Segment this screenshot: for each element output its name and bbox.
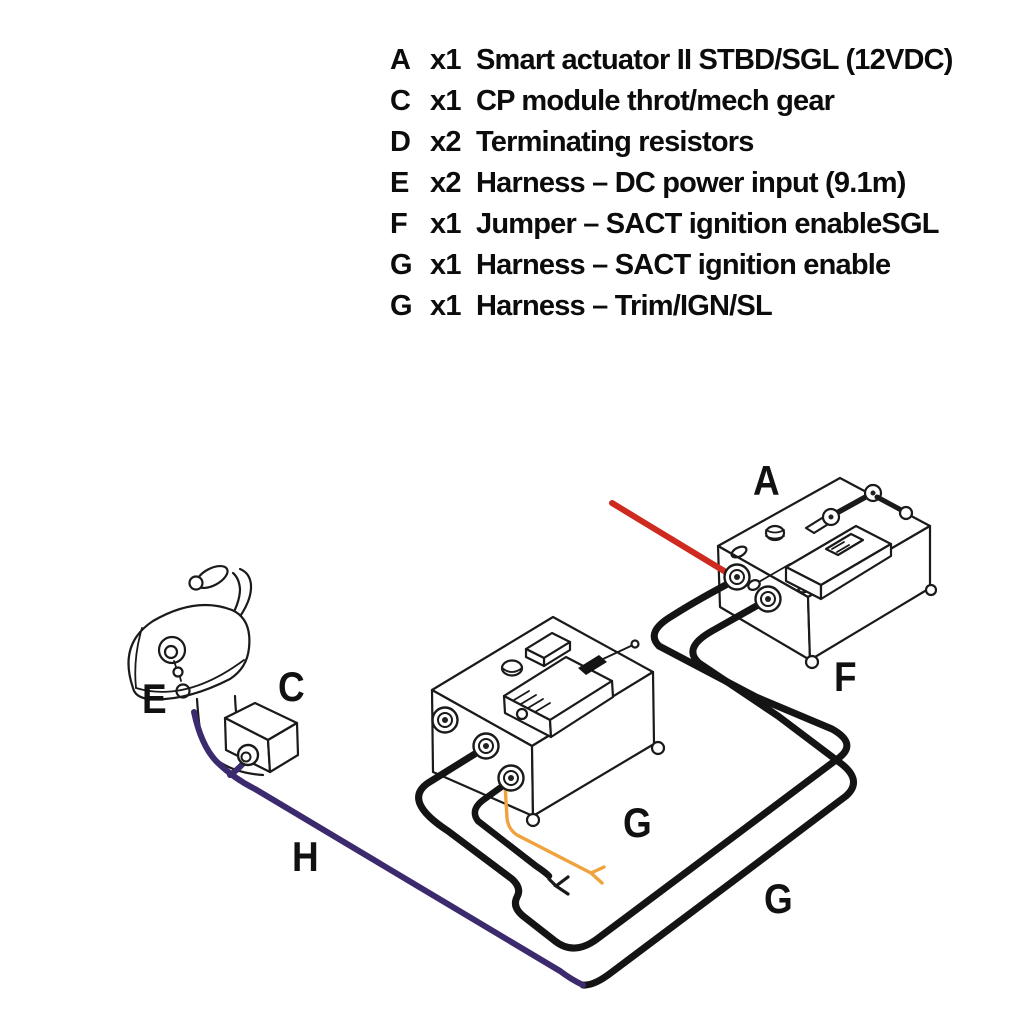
label-control-harness: E bbox=[142, 675, 167, 722]
legend-row: G x1 Harness – Trim/IGN/SL bbox=[390, 290, 953, 331]
clevis-pin bbox=[870, 490, 876, 496]
lanyard-bead bbox=[172, 666, 184, 678]
harness-black-engine-stub bbox=[471, 776, 553, 880]
lanyard-cord bbox=[179, 676, 182, 682]
harness-black-a1-module bbox=[415, 575, 851, 952]
legend-letter: G bbox=[390, 249, 413, 281]
legend-qty: x1 bbox=[430, 208, 461, 240]
actuator-foot bbox=[924, 583, 938, 597]
lanyard-key bbox=[175, 683, 191, 699]
trim-harness-purple bbox=[191, 709, 586, 988]
legend-letter: D bbox=[390, 126, 411, 158]
ignition-wire-fork bbox=[589, 865, 606, 885]
legend-qty: x2 bbox=[430, 167, 461, 199]
module-connector-unit-side bbox=[548, 679, 615, 739]
connector-unit-slots bbox=[513, 690, 551, 713]
legend-qty: x2 bbox=[430, 126, 461, 158]
lanyard-cord bbox=[173, 660, 177, 668]
linkage-bar bbox=[830, 491, 874, 518]
cp-box-side bbox=[266, 721, 300, 774]
actuator-cylinder-side bbox=[819, 542, 893, 601]
ignition-orange-wire bbox=[503, 782, 593, 875]
harness-black-a2-junction bbox=[579, 596, 857, 989]
module-foot bbox=[525, 812, 541, 828]
actuator-rod bbox=[756, 563, 791, 584]
legend-desc: CP module throt/mech gear bbox=[476, 85, 835, 117]
legend-desc: Harness – DC power input (9.1m) bbox=[476, 167, 906, 199]
legend-letter: E bbox=[390, 167, 409, 199]
legend-row: C x1 CP module throt/mech gear bbox=[390, 85, 953, 126]
module-lever-tip bbox=[630, 639, 640, 649]
engine-arrow-icon bbox=[547, 875, 570, 896]
legend-row: A x1 Smart actuator II STBD/SGL (12VDC) bbox=[390, 44, 953, 85]
legend-letter: C bbox=[390, 85, 411, 117]
actuator-cap-bands bbox=[765, 529, 785, 540]
module-lever-paddle bbox=[578, 655, 607, 675]
grid-block-slots bbox=[831, 541, 850, 553]
friction-knob bbox=[157, 635, 187, 665]
label-jumper: F bbox=[834, 653, 857, 700]
legend-desc: Jumper – SACT ignition enableSGL bbox=[476, 208, 939, 240]
legend-letter: F bbox=[390, 208, 408, 240]
linkage-bar bbox=[874, 494, 906, 514]
legend-qty: x1 bbox=[430, 290, 461, 322]
body-crease bbox=[134, 627, 143, 689]
module-lever-rod bbox=[602, 644, 634, 660]
legend: A x1 Smart actuator II STBD/SGL (12VDC) … bbox=[390, 44, 953, 331]
legend-desc: Smart actuator II STBD/SGL (12VDC) bbox=[476, 44, 953, 76]
actuator-grid-block bbox=[824, 532, 865, 557]
lever-grip-end bbox=[188, 575, 204, 591]
label-harness-right: G bbox=[764, 875, 793, 922]
actuator-rod-tip bbox=[747, 579, 761, 591]
legend-row: G x1 Harness – SACT ignition enable bbox=[390, 249, 953, 290]
label-actuator: A bbox=[753, 457, 780, 504]
label-module: G bbox=[623, 799, 652, 846]
module-foot bbox=[650, 740, 666, 756]
legend-letter: G bbox=[390, 290, 413, 322]
actuator-foot bbox=[804, 654, 820, 670]
linkage-ball-end bbox=[898, 505, 914, 521]
legend-row: F x1 Jumper – SACT ignition enableSGL bbox=[390, 208, 953, 249]
module-dome-cap bbox=[500, 659, 524, 677]
lever-outer-edge bbox=[234, 567, 253, 624]
legend-qty: x1 bbox=[430, 44, 461, 76]
dc-power-red-wire bbox=[609, 500, 737, 580]
connectors bbox=[236, 563, 782, 792]
actuator-box bbox=[716, 476, 938, 670]
legend-letter: A bbox=[390, 44, 411, 76]
module-block-front bbox=[524, 647, 546, 668]
clevis-pin bbox=[828, 514, 834, 520]
module-dome-band bbox=[501, 667, 523, 673]
cp-small-box bbox=[223, 701, 300, 774]
friction-knob-inner bbox=[163, 644, 179, 660]
label-trim-harness: H bbox=[292, 833, 319, 880]
legend-qty: x1 bbox=[430, 249, 461, 281]
legend-qty: x1 bbox=[430, 85, 461, 117]
connector-unit-hole bbox=[515, 707, 529, 721]
label-cp-module: C bbox=[278, 663, 305, 710]
legend-desc: Harness – SACT ignition enable bbox=[476, 249, 891, 281]
legend-row: D x2 Terminating resistors bbox=[390, 126, 953, 167]
legend-desc: Terminating resistors bbox=[476, 126, 754, 158]
legend-desc: Harness – Trim/IGN/SL bbox=[476, 290, 773, 322]
legend-row: E x2 Harness – DC power input (9.1m) bbox=[390, 167, 953, 208]
mount-slot bbox=[730, 545, 748, 559]
module-box bbox=[430, 615, 666, 828]
